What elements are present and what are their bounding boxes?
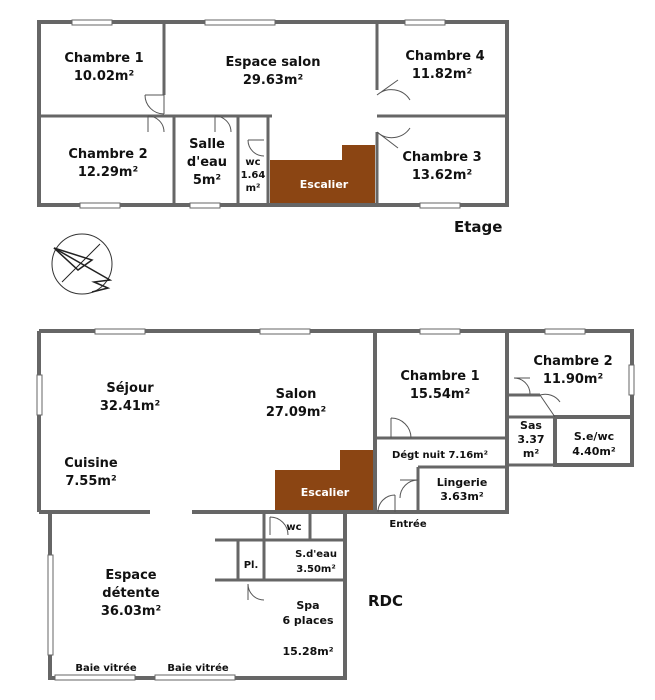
ground-floor-title: RDC bbox=[368, 592, 403, 610]
room-area: m² bbox=[523, 447, 539, 460]
room-area: 4.40m² bbox=[572, 445, 616, 458]
room-area: m² bbox=[246, 183, 261, 194]
upper-floor-title: Etage bbox=[454, 218, 502, 236]
room-area: 15.54m² bbox=[410, 387, 470, 402]
room-area: 15.28m² bbox=[282, 645, 333, 658]
room-name: Espace salon bbox=[226, 55, 321, 70]
room-area: 3.37 bbox=[517, 433, 544, 446]
room-name: Espace bbox=[105, 568, 156, 583]
room-name: Cuisine bbox=[64, 456, 118, 471]
room-area: 36.03m² bbox=[101, 604, 161, 619]
room-name: wc bbox=[245, 157, 260, 168]
room-name: Séjour bbox=[106, 381, 154, 396]
room-area: 32.41m² bbox=[100, 399, 160, 414]
room-name: Dégt nuit 7.16m² bbox=[392, 449, 488, 461]
room-name: Chambre 1 bbox=[64, 51, 143, 66]
entrance-label: Entrée bbox=[389, 518, 426, 530]
room-area: 1.64 bbox=[241, 170, 266, 181]
stair-label: Escalier bbox=[300, 178, 349, 191]
room-area: 11.90m² bbox=[543, 372, 603, 387]
upper-floor: Chambre 1 10.02m² Espace salon 29.63m² C… bbox=[37, 19, 509, 236]
stair-label: Escalier bbox=[301, 486, 350, 499]
window-label: Baie vitrée bbox=[75, 662, 137, 674]
room-name: Chambre 4 bbox=[405, 49, 484, 64]
room-area: 5m² bbox=[193, 173, 221, 188]
room-area: 13.62m² bbox=[412, 168, 472, 183]
room-name: détente bbox=[102, 586, 160, 601]
room-area: 3.63m² bbox=[440, 490, 484, 503]
ground-floor: Séjour 32.41m² Salon 27.09m² Chambre 1 1… bbox=[36, 328, 635, 681]
room-name: Chambre 1 bbox=[400, 369, 479, 384]
compass-icon bbox=[51, 233, 113, 295]
room-name: S.e/wc bbox=[574, 430, 614, 443]
window-label: Baie vitrée bbox=[167, 662, 229, 674]
room-name: Chambre 2 bbox=[533, 354, 612, 369]
room-area: 7.55m² bbox=[65, 474, 116, 489]
room-area: 3.50m² bbox=[296, 564, 335, 575]
room-name: d'eau bbox=[187, 155, 227, 170]
room-name: Salon bbox=[276, 387, 317, 402]
staircase-upper bbox=[270, 145, 375, 203]
room-name: Chambre 3 bbox=[402, 150, 481, 165]
room-name: Spa bbox=[296, 599, 319, 612]
room-area: 27.09m² bbox=[266, 405, 326, 420]
room-area: 29.63m² bbox=[243, 73, 303, 88]
room-area: 10.02m² bbox=[74, 69, 134, 84]
room-area: 11.82m² bbox=[412, 67, 472, 82]
staircase-ground bbox=[275, 450, 373, 510]
room-name: 6 places bbox=[282, 614, 334, 627]
room-name: Pl. bbox=[244, 560, 259, 571]
room-name: wc bbox=[286, 522, 301, 533]
room-name: Salle bbox=[189, 137, 225, 152]
room-name: S.d'eau bbox=[295, 549, 337, 560]
room-name: Chambre 2 bbox=[68, 147, 147, 162]
door-chambre1 bbox=[144, 94, 165, 115]
room-name: Sas bbox=[520, 419, 542, 432]
room-name: Lingerie bbox=[437, 476, 488, 489]
room-area: 12.29m² bbox=[78, 165, 138, 180]
